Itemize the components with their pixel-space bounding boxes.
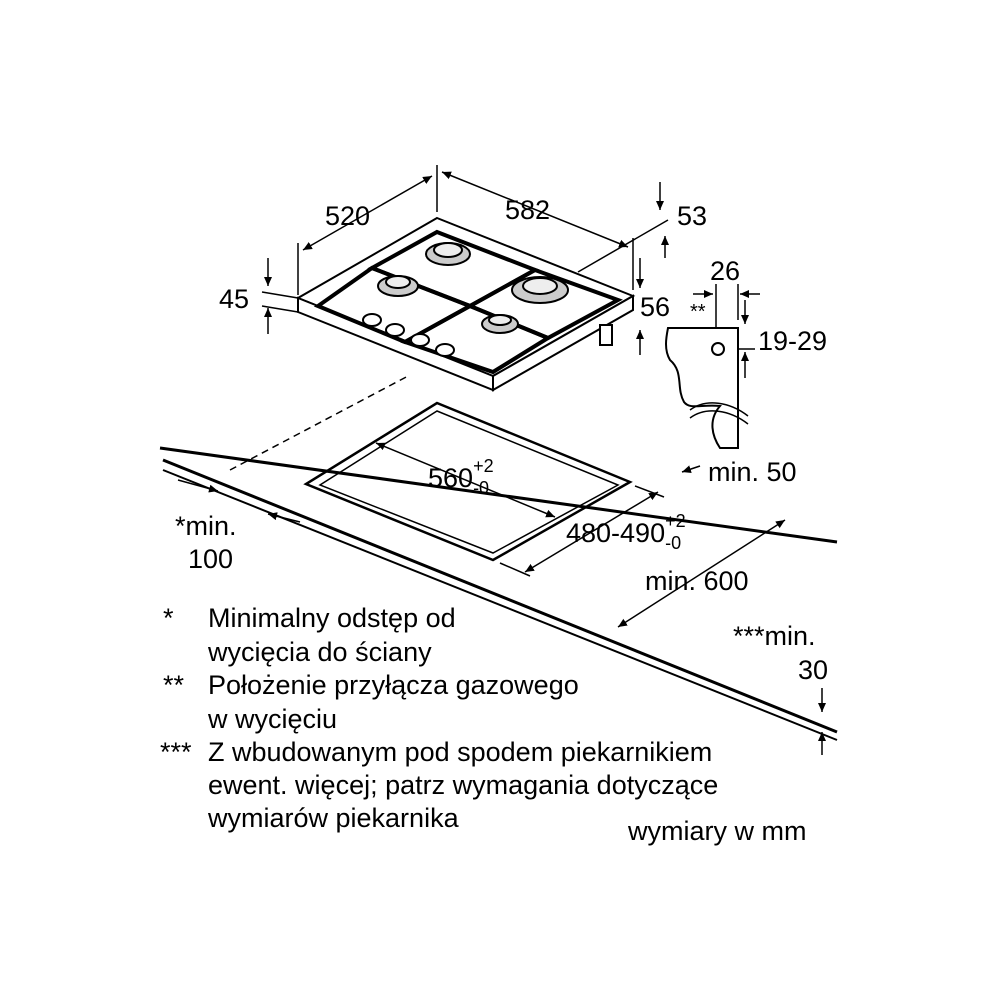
units-note: wymiary w mm <box>628 816 807 846</box>
footnote-2-mark: ** <box>163 670 185 700</box>
dim-cutout-depth-value: 480-490 <box>566 518 666 548</box>
dim-min-side-line1: *min. <box>175 511 237 541</box>
dim-cutout-depth: 480-490+2-0 <box>566 512 686 552</box>
dim-min-side-line2: 100 <box>188 544 234 574</box>
dim-top-offset-53: 53 <box>677 201 708 231</box>
dim-min-back: min. 50 <box>708 457 797 487</box>
dim-cutout-width: 560+2-0 <box>428 457 494 497</box>
dim-cutout-width-value: 560 <box>428 463 474 493</box>
dim-connector-marker: ** <box>690 301 706 323</box>
footnote-1-line1: Minimalny odstęp od <box>208 603 456 633</box>
tol-plus: +2 <box>665 511 686 531</box>
gas-connector-detail <box>665 327 749 449</box>
gas-hob <box>295 216 636 392</box>
footnote-3-mark: *** <box>160 737 192 767</box>
tol-minus: -0 <box>473 478 490 498</box>
dimension-lines <box>177 165 826 755</box>
dim-depth-520: 520 <box>325 201 371 231</box>
cutout-outline <box>303 401 633 562</box>
dim-side-offset-56: 56 <box>640 292 671 322</box>
footnote-2-line1: Położenie przyłącza gazowego <box>208 670 579 700</box>
dim-min-front-line1: ***min. <box>733 621 816 651</box>
dim-connector-26: 26 <box>710 256 741 286</box>
tol-plus: +2 <box>473 456 494 476</box>
footnote-3-line2: ewent. więcej; patrz wymagania dotyczące <box>208 770 719 800</box>
dim-min-front-line2: 30 <box>798 655 829 685</box>
footnote-1-mark: * <box>163 603 174 633</box>
dim-min-worktop: min. 600 <box>645 566 749 596</box>
footnote-3-line3: wymiarów piekarnika <box>208 803 459 833</box>
tol-minus: -0 <box>665 533 682 553</box>
dim-width-582: 582 <box>505 195 551 225</box>
dim-height-45: 45 <box>219 284 250 314</box>
dim-connector-height: 19-29 <box>758 326 828 356</box>
footnote-3-line1: Z wbudowanym pod spodem piekarnikiem <box>208 737 713 767</box>
footnote-2-line2: w wycięciu <box>208 704 338 734</box>
footnote-1-line2: wycięcia do ściany <box>208 637 432 667</box>
